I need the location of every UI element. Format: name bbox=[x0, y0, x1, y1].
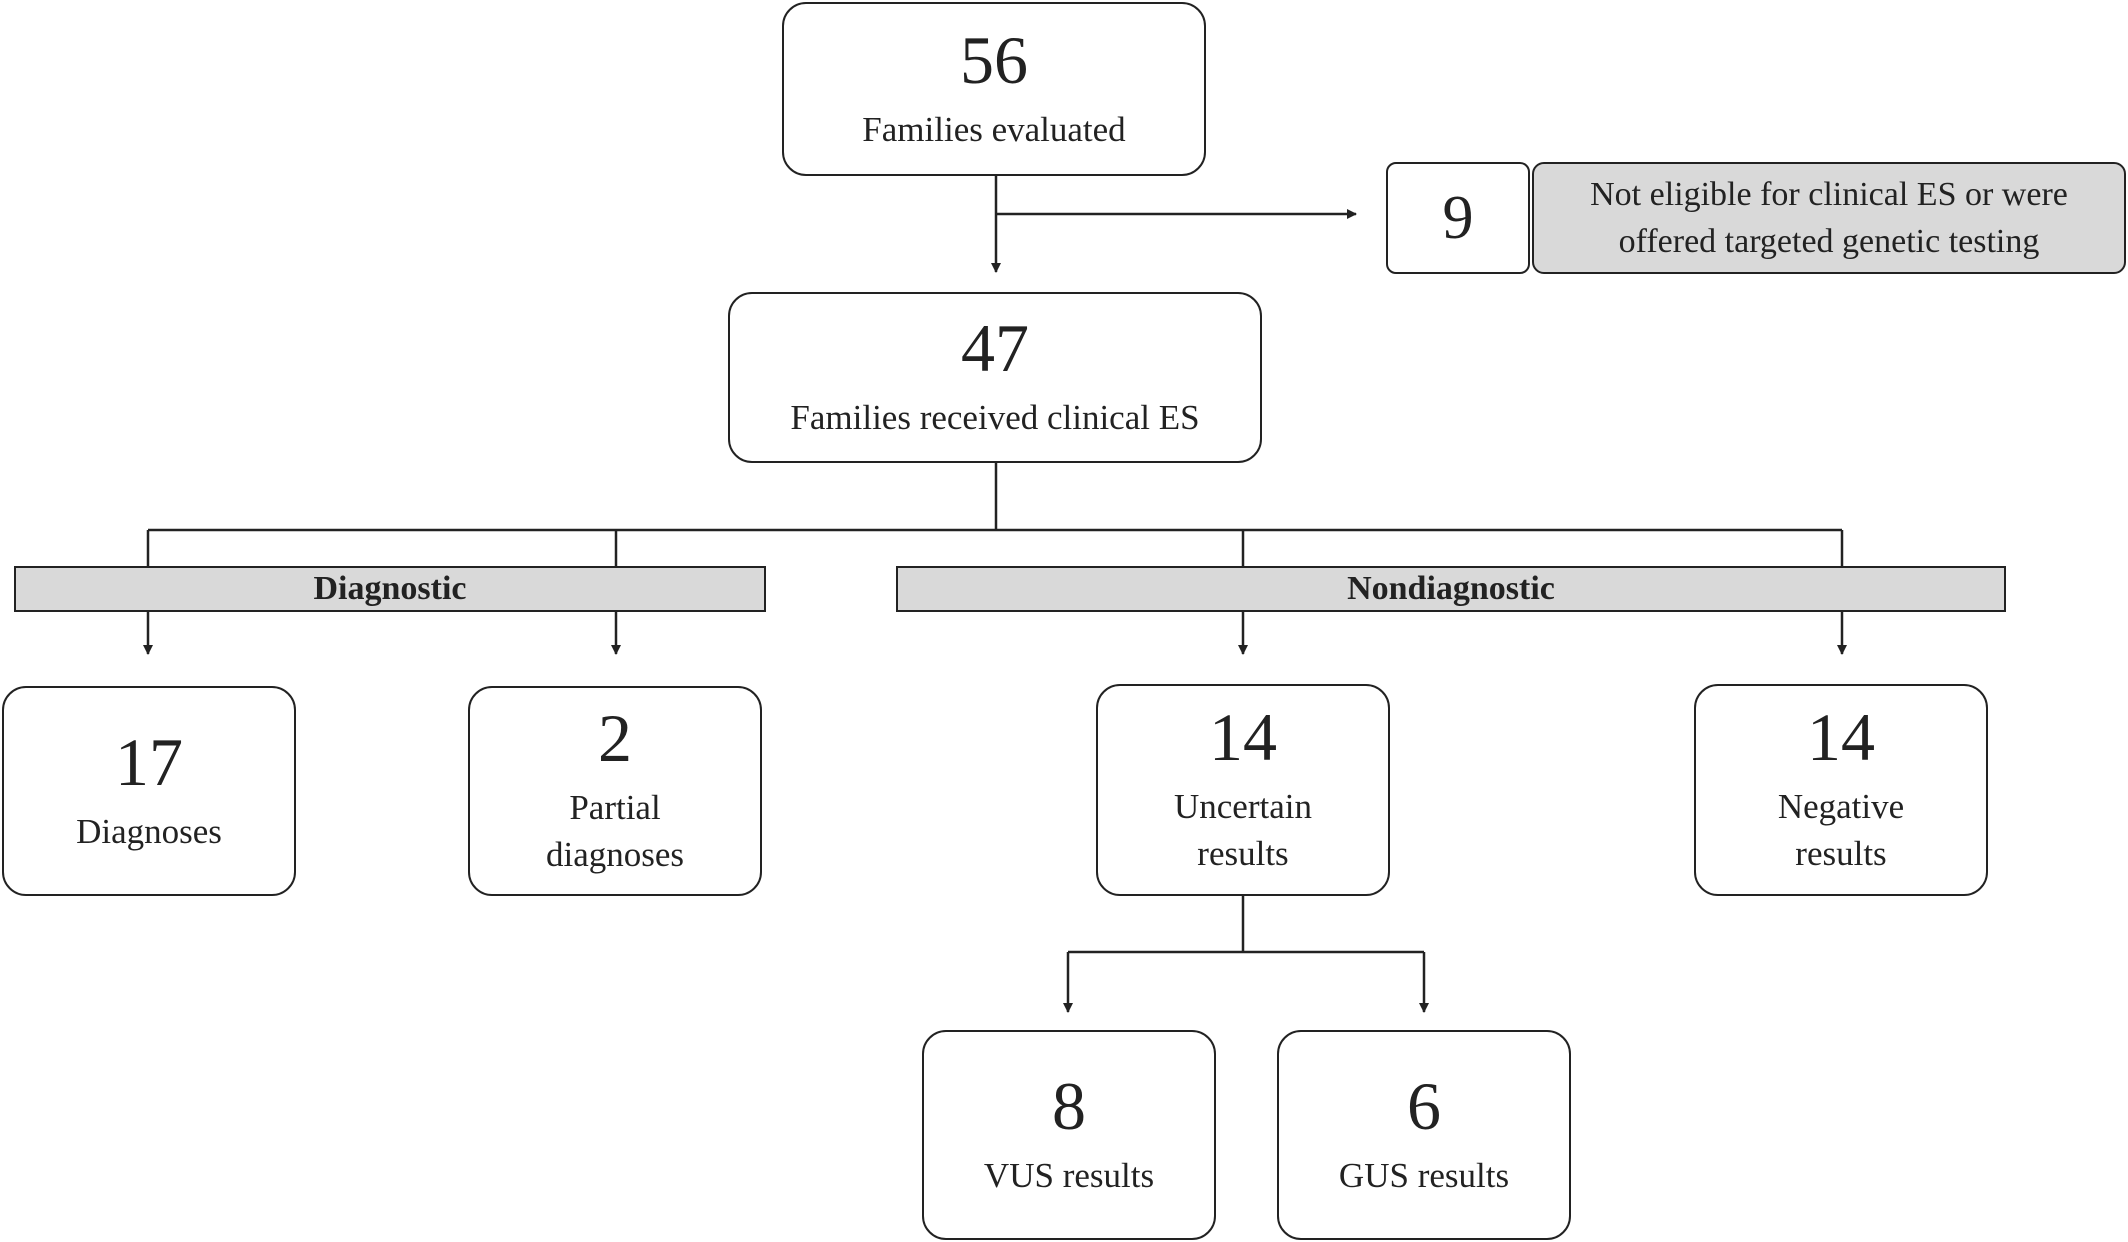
vus-results-count: 8 bbox=[1052, 1067, 1086, 1144]
node-uncertain-results: 14 Uncertain results bbox=[1096, 684, 1390, 896]
node-families-received: 47 Families received clinical ES bbox=[728, 292, 1262, 463]
node-partial-diagnoses: 2 Partial diagnoses bbox=[468, 686, 762, 896]
uncertain-results-count: 14 bbox=[1209, 699, 1277, 775]
families-evaluated-label: Families evaluated bbox=[862, 109, 1126, 149]
node-vus-results: 8 VUS results bbox=[922, 1030, 1216, 1240]
uncertain-results-label: Uncertain results bbox=[1174, 787, 1312, 873]
families-received-count: 47 bbox=[961, 310, 1029, 386]
node-families-evaluated: 56 Families evaluated bbox=[782, 2, 1206, 176]
category-nondiagnostic: Nondiagnostic bbox=[896, 566, 2006, 612]
diagnoses-count: 17 bbox=[115, 723, 183, 800]
families-evaluated-count: 56 bbox=[960, 21, 1028, 98]
partial-diagnoses-label: Partial diagnoses bbox=[545, 788, 685, 874]
category-nondiagnostic-label: Nondiagnostic bbox=[1347, 570, 1555, 607]
diagnoses-label: Diagnoses bbox=[76, 811, 222, 851]
negative-results-label: Negative results bbox=[1777, 787, 1905, 873]
gus-results-count: 6 bbox=[1407, 1067, 1441, 1144]
families-received-label: Families received clinical ES bbox=[790, 398, 1200, 437]
gus-results-label: GUS results bbox=[1338, 1155, 1510, 1195]
node-excluded-reason: Not eligible for clinical ES or were off… bbox=[1532, 162, 2126, 274]
partial-diagnoses-count: 2 bbox=[598, 700, 632, 776]
vus-results-label: VUS results bbox=[983, 1155, 1155, 1195]
node-gus-results: 6 GUS results bbox=[1277, 1030, 1571, 1240]
negative-results-count: 14 bbox=[1807, 699, 1875, 775]
node-diagnoses: 17 Diagnoses bbox=[2, 686, 296, 896]
node-excluded-count: 9 bbox=[1386, 162, 1530, 274]
excluded-count: 9 bbox=[1442, 184, 1474, 252]
excluded-reason-label: Not eligible for clinical ES or were off… bbox=[1590, 176, 2068, 260]
category-diagnostic: Diagnostic bbox=[14, 566, 766, 612]
category-diagnostic-label: Diagnostic bbox=[313, 570, 467, 607]
node-negative-results: 14 Negative results bbox=[1694, 684, 1988, 896]
